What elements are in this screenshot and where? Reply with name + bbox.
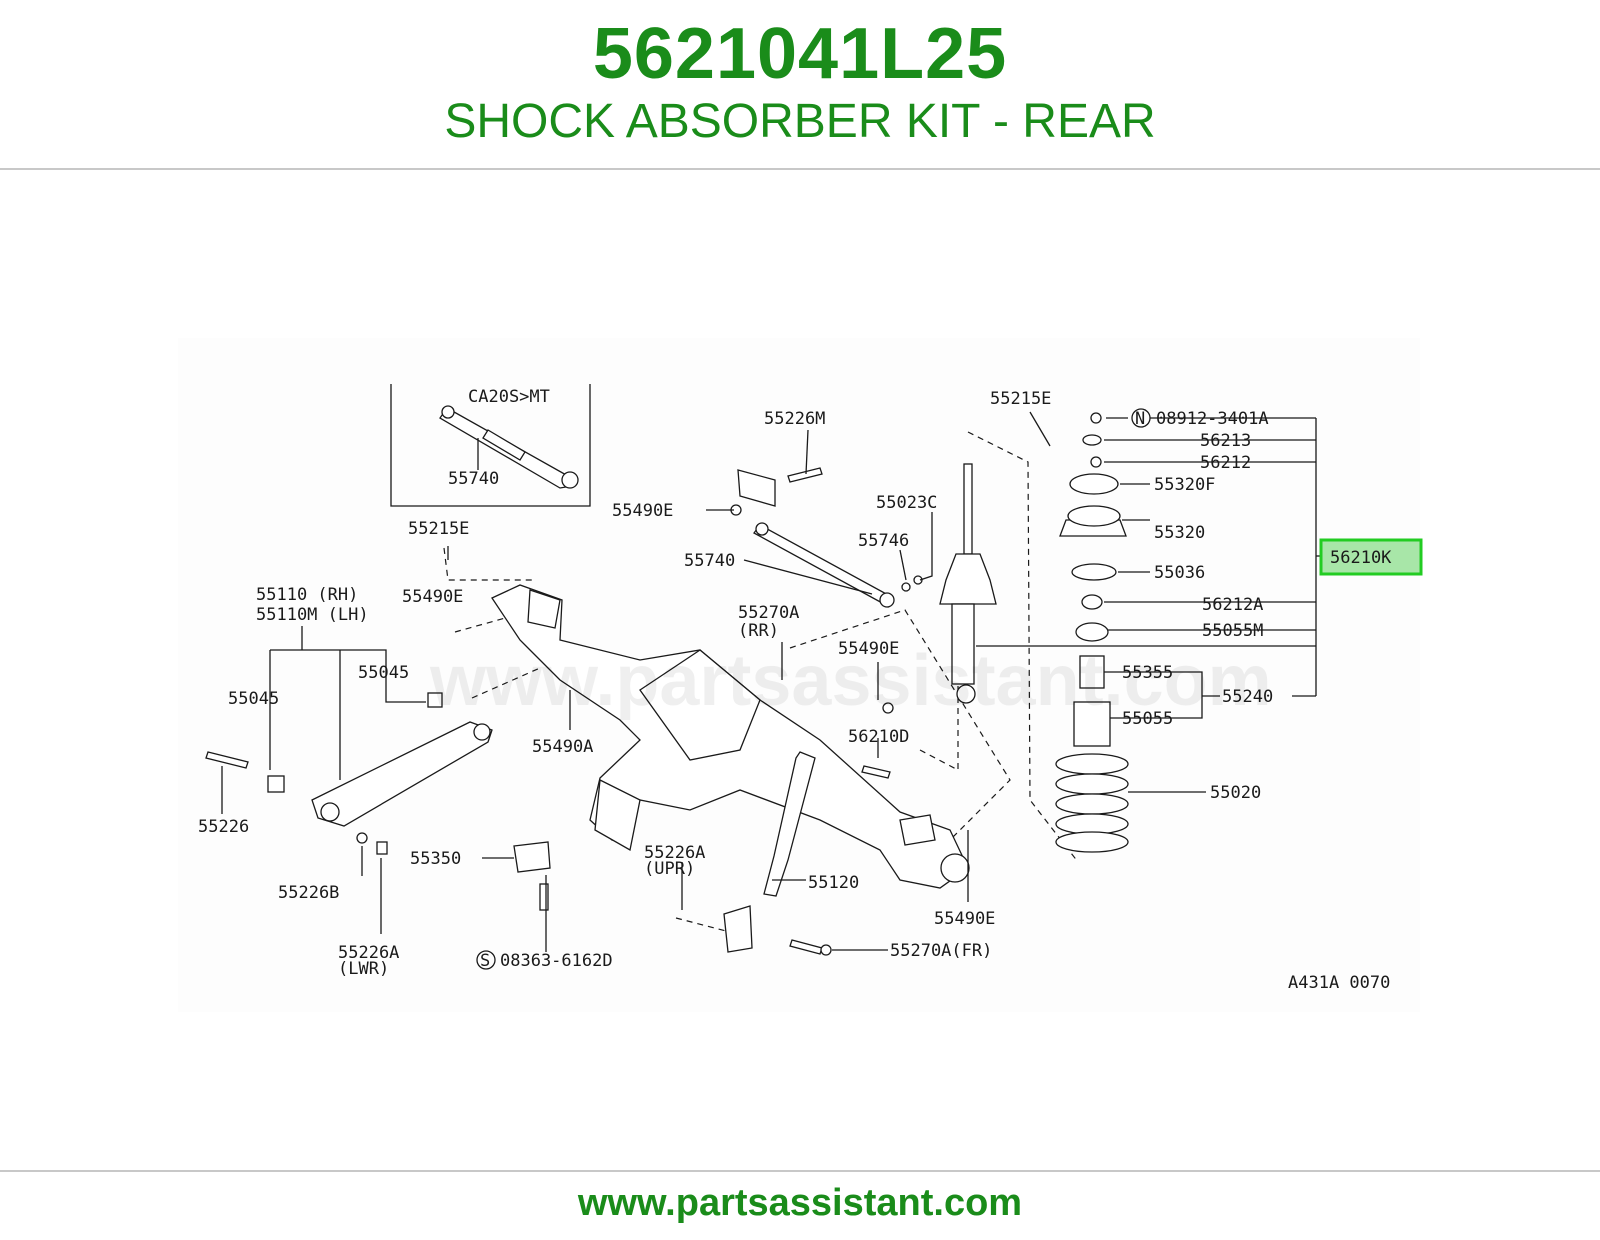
label-55490E-bot[interactable]: 55490E (934, 909, 995, 929)
label-55110M[interactable]: 55110M (LH) (256, 605, 369, 625)
rear-axle-housing (491, 584, 970, 889)
label-upr: (UPR) (644, 859, 695, 879)
inset-box: CA20S>MT 55740 (390, 384, 591, 507)
bracket-55226M (730, 467, 823, 516)
shock-absorber (861, 463, 997, 779)
label-rr: (RR) (738, 621, 779, 641)
label-55226M[interactable]: 55226M (764, 409, 825, 429)
lateral-rod (753, 522, 923, 608)
label-55490E-left[interactable]: 55490E (402, 587, 463, 607)
label-55215E-left[interactable]: 55215E (408, 519, 469, 539)
label-08363-6162D[interactable]: 08363-6162D (500, 951, 613, 971)
label-56210D[interactable]: 56210D (848, 727, 909, 747)
coil-spring (1055, 753, 1129, 853)
label-55490A[interactable]: 55490A (532, 737, 593, 757)
label-circle-s: S (480, 951, 490, 971)
footer-website-link[interactable]: www.partsassistant.com (577, 1182, 1023, 1224)
part-title: SHOCK ABSORBER KIT - REAR (444, 95, 1156, 148)
part-labels: 55226M 55490E 55023C 55746 55740 55215E … (198, 389, 1390, 993)
label-55320[interactable]: 55320 (1154, 523, 1205, 543)
diagram-panel (178, 338, 1420, 1012)
label-55055[interactable]: 55055 (1122, 709, 1173, 729)
label-55055M[interactable]: 55055M (1202, 621, 1263, 641)
part-number: 5621041L25 (592, 14, 1008, 94)
label-55490E-mid[interactable]: 55490E (838, 639, 899, 659)
strut-mount-stack (1055, 412, 1129, 853)
label-55045-upper[interactable]: 55045 (358, 663, 409, 683)
label-56210K[interactable]: 56210K (1330, 548, 1392, 568)
label-55270A-rr[interactable]: 55270A (738, 603, 799, 623)
label-lwr: (LWR) (338, 959, 389, 979)
label-55740[interactable]: 55740 (684, 551, 735, 571)
header-divider (0, 168, 1600, 170)
lower-control-arm (205, 692, 493, 855)
watermark: www.partsassistant.com (430, 641, 1272, 721)
label-55320F[interactable]: 55320F (1154, 475, 1215, 495)
standard-part-circle-n (1131, 408, 1151, 428)
label-55110[interactable]: 55110 (RH) (256, 585, 358, 605)
label-55020[interactable]: 55020 (1210, 783, 1261, 803)
label-56212A[interactable]: 56212A (1202, 595, 1263, 615)
label-55350[interactable]: 55350 (410, 849, 461, 869)
label-55355[interactable]: 55355 (1122, 663, 1173, 683)
page-header: 5621041L25 SHOCK ABSORBER KIT - REAR (0, 0, 1600, 168)
highlight-box[interactable] (1319, 538, 1423, 576)
label-56212[interactable]: 56212 (1200, 453, 1251, 473)
label-55120[interactable]: 55120 (808, 873, 859, 893)
label-55226B[interactable]: 55226B (278, 883, 339, 903)
label-55746[interactable]: 55746 (858, 531, 909, 551)
label-55226A-lwr[interactable]: 55226A (338, 943, 399, 963)
label-08912-3401A[interactable]: 08912-3401A (1156, 409, 1269, 429)
label-55240[interactable]: 55240 (1222, 687, 1273, 707)
label-55023C[interactable]: 55023C (876, 493, 937, 513)
footer-divider (0, 1170, 1600, 1172)
label-55490E-top[interactable]: 55490E (612, 501, 673, 521)
label-55226[interactable]: 55226 (198, 817, 249, 837)
label-55045-left[interactable]: 55045 (228, 689, 279, 709)
label-55270A-fr[interactable]: 55270A(FR) (890, 941, 992, 961)
label-circle-n: N (1135, 409, 1145, 429)
inset-label: CA20S>MT (468, 387, 550, 407)
upper-link-55120 (513, 751, 832, 956)
label-55036[interactable]: 55036 (1154, 563, 1205, 583)
label-55215E-top[interactable]: 55215E (990, 389, 1051, 409)
diagram-ref-code: A431A 0070 (1288, 973, 1390, 993)
leader-lines (221, 411, 1330, 952)
standard-part-circle (476, 950, 496, 970)
label-55226A-upr[interactable]: 55226A (644, 843, 705, 863)
label-55740-inset: 55740 (448, 469, 499, 489)
label-56213[interactable]: 56213 (1200, 431, 1251, 451)
highlighted-part-56210K[interactable]: 56210K (1319, 538, 1423, 576)
